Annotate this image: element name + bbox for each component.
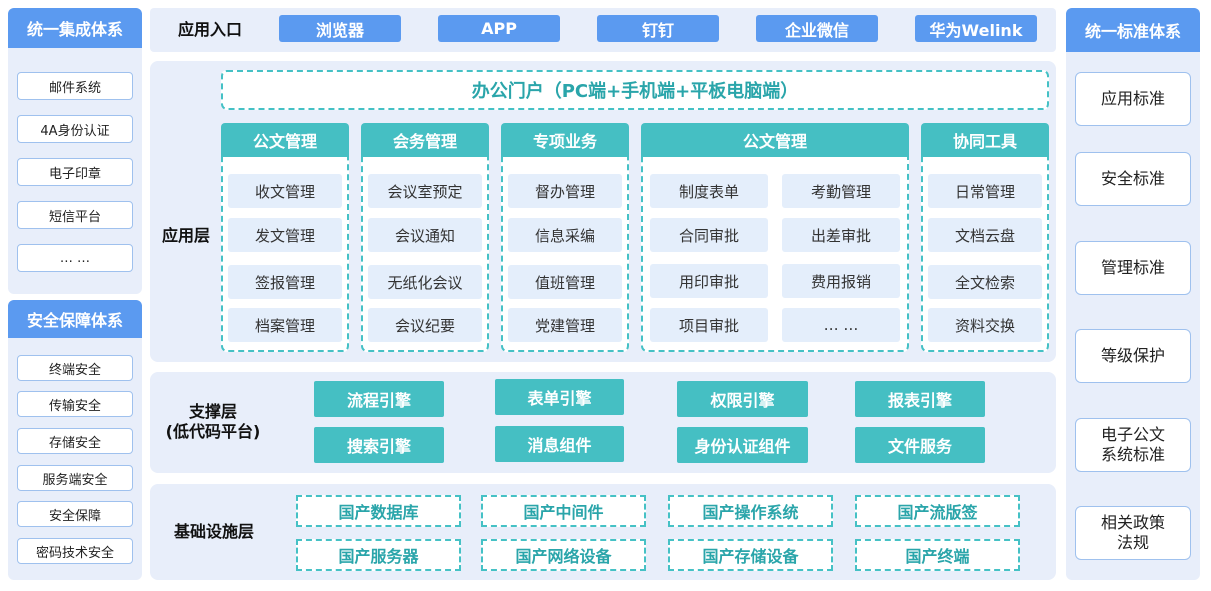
infra-item[interactable]: 国产终端 [855,539,1020,571]
module-item[interactable]: … … [782,308,900,342]
office-portal[interactable]: 办公门户（PC端+手机端+平板电脑端） [221,70,1049,110]
infra-item[interactable]: 国产中间件 [481,495,646,527]
module-title: 协同工具 [921,123,1049,157]
standards-panel: 统一标准体系 应用标准 安全标准 管理标准 等级保护 电子公文 系统标准 相关政… [1066,8,1200,580]
entry-welink-button[interactable]: 华为Welink [915,15,1037,42]
security-item: 终端安全 [17,355,133,381]
support-layer-label: 支撑层 (低代码平台) [165,402,261,441]
entry-wecom-button[interactable]: 企业微信 [756,15,878,42]
security-panel: 安全保障体系 终端安全 传输安全 存储安全 服务端安全 安全保障 密码技术安全 [8,300,142,580]
entry-browser-button[interactable]: 浏览器 [279,15,401,42]
module-item[interactable]: 考勤管理 [782,174,900,208]
module-item[interactable]: 全文检索 [928,265,1042,299]
integration-title: 统一集成体系 [8,8,142,48]
security-item: 服务端安全 [17,465,133,491]
module-item[interactable]: 督办管理 [508,174,622,208]
security-item: 存储安全 [17,428,133,454]
infra-item[interactable]: 国产流版签 [855,495,1020,527]
module-item[interactable]: 会议室预定 [368,174,482,208]
security-item: 传输安全 [17,391,133,417]
module-special: 专项业务 督办管理 信息采编 值班管理 党建管理 [501,123,629,352]
security-title: 安全保障体系 [8,300,142,338]
module-item[interactable]: 信息采编 [508,218,622,252]
standard-item: 应用标准 [1075,72,1191,126]
standards-title: 统一标准体系 [1066,8,1200,52]
integration-item: 邮件系统 [17,72,133,100]
module-item[interactable]: 费用报销 [782,264,900,298]
module-title: 公文管理 [641,123,909,157]
module-item[interactable]: 收文管理 [228,174,342,208]
module-item[interactable]: 制度表单 [650,174,768,208]
module-item[interactable]: 值班管理 [508,265,622,299]
entry-app-button[interactable]: APP [438,15,560,42]
engine-item[interactable]: 消息组件 [495,426,624,462]
standard-item: 等级保护 [1075,329,1191,383]
module-title: 会务管理 [361,123,489,157]
engine-item[interactable]: 报表引擎 [855,381,985,417]
module-item[interactable]: 出差审批 [782,218,900,252]
module-meeting: 会务管理 会议室预定 会议通知 无纸化会议 会议纪要 [361,123,489,352]
integration-item: 4A身份认证 [17,115,133,143]
module-item[interactable]: 发文管理 [228,218,342,252]
infra-item[interactable]: 国产数据库 [296,495,461,527]
standard-item: 管理标准 [1075,241,1191,295]
infra-item[interactable]: 国产操作系统 [668,495,833,527]
module-document: 公文管理 收文管理 发文管理 签报管理 档案管理 [221,123,349,352]
security-item: 安全保障 [17,501,133,527]
module-item[interactable]: 无纸化会议 [368,265,482,299]
module-item[interactable]: 档案管理 [228,308,342,342]
infra-item[interactable]: 国产存储设备 [668,539,833,571]
module-admin: 公文管理 制度表单 考勤管理 合同审批 出差审批 用印审批 费用报销 项目审批 … [641,123,909,352]
engine-item[interactable]: 权限引擎 [677,381,808,417]
integration-item: 短信平台 [17,201,133,229]
module-title: 公文管理 [221,123,349,157]
engine-item[interactable]: 流程引擎 [314,381,444,417]
module-item[interactable]: 会议纪要 [368,308,482,342]
entry-dingtalk-button[interactable]: 钉钉 [597,15,719,42]
module-item[interactable]: 签报管理 [228,265,342,299]
module-item[interactable]: 会议通知 [368,218,482,252]
integration-panel: 统一集成体系 邮件系统 4A身份认证 电子印章 短信平台 … … [8,8,142,294]
module-collab: 协同工具 日常管理 文档云盘 全文检索 资料交换 [921,123,1049,352]
entry-label: 应用入口 [177,20,242,39]
module-item[interactable]: 党建管理 [508,308,622,342]
engine-item[interactable]: 身份认证组件 [677,427,808,463]
module-item[interactable]: 资料交换 [928,308,1042,342]
module-item[interactable]: 文档云盘 [928,218,1042,252]
module-item[interactable]: 日常管理 [928,174,1042,208]
infra-item[interactable]: 国产服务器 [296,539,461,571]
standard-item: 电子公文 系统标准 [1075,418,1191,472]
standard-item: 安全标准 [1075,152,1191,206]
module-item[interactable]: 合同审批 [650,218,768,252]
security-item: 密码技术安全 [17,538,133,564]
engine-item[interactable]: 表单引擎 [495,379,624,415]
engine-item[interactable]: 搜索引擎 [314,427,444,463]
integration-item: … … [17,244,133,272]
module-title: 专项业务 [501,123,629,157]
module-item[interactable]: 项目审批 [650,308,768,342]
infra-item[interactable]: 国产网络设备 [481,539,646,571]
engine-item[interactable]: 文件服务 [855,427,985,463]
infra-layer-label: 基础设施层 [173,522,254,541]
integration-item: 电子印章 [17,158,133,186]
module-item[interactable]: 用印审批 [650,264,768,298]
app-layer-label: 应用层 [161,226,210,245]
standard-item: 相关政策 法规 [1075,506,1191,560]
